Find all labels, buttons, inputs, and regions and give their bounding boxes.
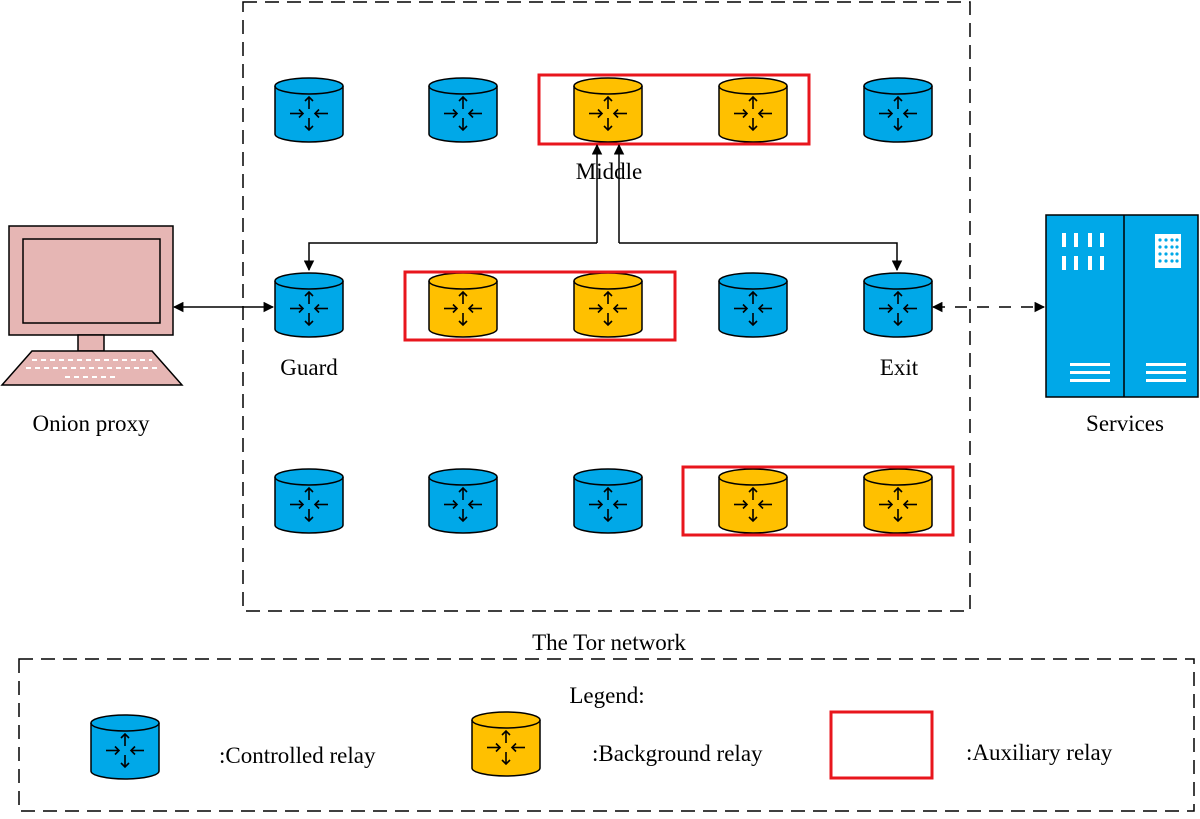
relay-grid xyxy=(274,77,933,534)
controlled-relay xyxy=(863,272,933,338)
onion-proxy-label: Onion proxy xyxy=(32,411,150,436)
middle-to-exit-arrow xyxy=(619,242,903,272)
legend-title: Legend: xyxy=(569,683,645,708)
services-label: Services xyxy=(1086,411,1164,436)
legend-controlled-label: :Controlled relay xyxy=(219,743,376,768)
exit-label: Exit xyxy=(879,355,919,380)
legend-background-label: :Background relay xyxy=(592,741,763,766)
auxiliary-relay-box xyxy=(403,270,677,342)
legend-icons xyxy=(90,710,934,780)
background-relay xyxy=(718,468,788,534)
middle-to-guard-arrow xyxy=(303,242,597,272)
auxiliary-relay-box xyxy=(537,73,811,146)
legend-auxiliary-label: :Auxiliary relay xyxy=(966,740,1113,765)
background-relay xyxy=(573,272,643,338)
background-relay xyxy=(718,77,788,143)
controlled-relay xyxy=(863,77,933,143)
background-relay xyxy=(863,468,933,534)
legend-auxiliary-box xyxy=(829,710,934,780)
legend-background-relay-icon xyxy=(471,711,541,777)
controlled-relay xyxy=(428,77,498,143)
legend-controlled-relay-icon xyxy=(90,714,160,780)
computer-icon xyxy=(0,225,184,386)
server-icon xyxy=(1045,214,1199,398)
middle-label: Middle xyxy=(575,159,643,184)
controlled-relay xyxy=(274,77,344,143)
circuit-connectors xyxy=(172,143,1046,313)
controlled-relay xyxy=(428,468,498,534)
controlled-relay xyxy=(718,272,788,338)
background-relay xyxy=(428,272,498,338)
controlled-relay xyxy=(274,272,344,338)
background-relay xyxy=(573,77,643,143)
controlled-relay xyxy=(573,468,643,534)
tor-network-title: The Tor network xyxy=(532,630,686,655)
legend-boundary xyxy=(18,658,1195,812)
controlled-relay xyxy=(274,468,344,534)
guard-label: Guard xyxy=(280,355,338,380)
auxiliary-relay-box xyxy=(681,465,955,537)
